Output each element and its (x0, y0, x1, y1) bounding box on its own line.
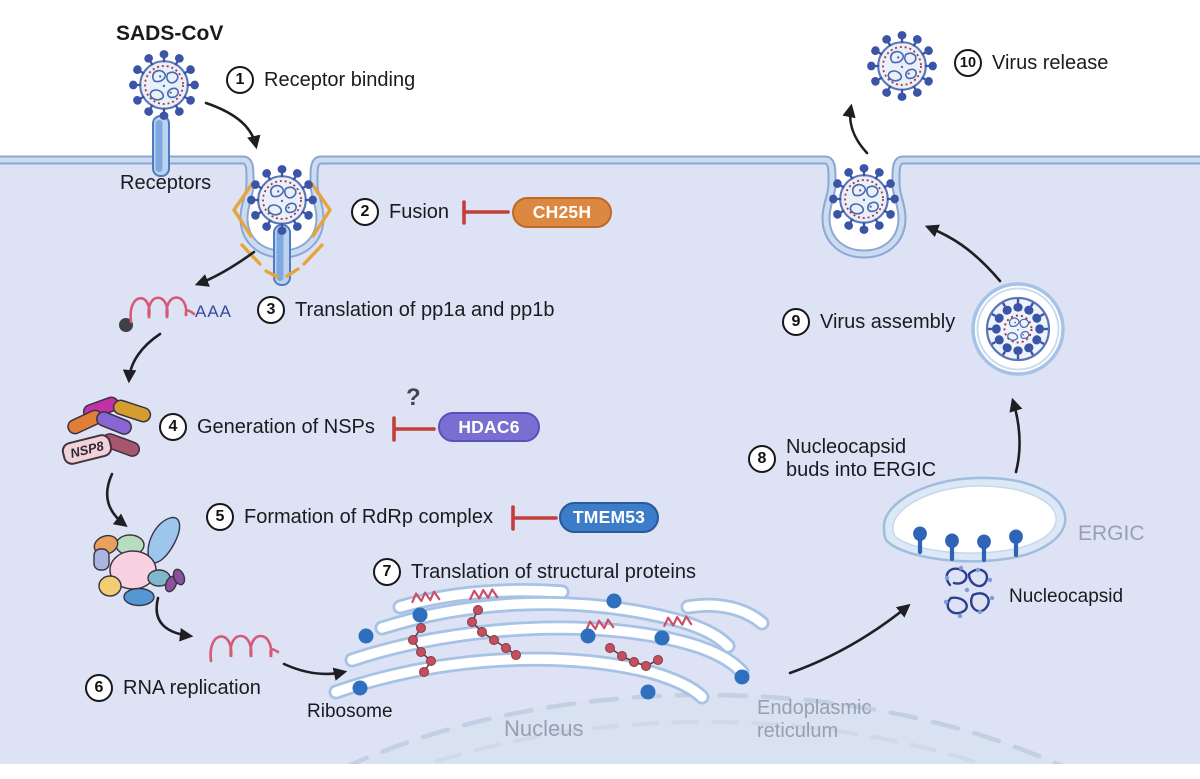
uncertainty-mark: ? (406, 384, 421, 411)
nascent-protein-chains (408, 605, 663, 677)
inhibitor-ch25h: CH25H (512, 197, 612, 228)
inhibitor-tmem53: TMEM53 (559, 502, 659, 533)
step-1-label: Receptor binding (264, 69, 416, 91)
endoplasmic-reticulum-shape (328, 583, 770, 705)
step-6-number: 6 (85, 674, 113, 702)
ergic-label: ERGIC (1078, 522, 1145, 545)
nsp-cluster (67, 396, 152, 457)
nucleocapsid-shape (943, 565, 995, 619)
ribosome-label: Ribosome (307, 701, 393, 722)
genomic-mrna (119, 296, 196, 332)
receptor-free (152, 115, 170, 177)
rdrp-complex (93, 516, 186, 607)
virion-entering-pit (247, 165, 317, 235)
step-1-number: 1 (226, 66, 254, 94)
poly-a-tail-label: AAA (195, 302, 233, 321)
nucleus-label: Nucleus (504, 716, 584, 741)
step-8-label: Nucleocapsid buds into ERGIC (786, 436, 937, 481)
inhibition-tbars (392, 200, 558, 531)
step-3-label: Translation of pp1a and pp1b (295, 299, 555, 321)
process-arrows (105, 101, 1023, 681)
plasma-membrane (0, 155, 1200, 259)
step-2-label: Fusion (389, 201, 450, 223)
replicated-rna (209, 634, 280, 663)
fusion-brackets (232, 182, 332, 279)
step-3-number: 3 (257, 296, 285, 324)
step-6-label: RNA replication (123, 677, 261, 699)
step-4-label: Generation of NSPs (197, 416, 375, 438)
step-5-number: 5 (206, 503, 234, 531)
step-7-number: 7 (373, 558, 401, 586)
step-8-number: 8 (748, 445, 776, 473)
receptors-label: Receptors (120, 172, 212, 194)
step-5-label: Formation of RdRp complex (244, 506, 493, 528)
figure-bottom-margin (0, 764, 1200, 779)
virion-extracellular (129, 50, 199, 120)
cytoplasm-region (0, 160, 1200, 764)
ergic-shape (882, 476, 1067, 563)
endoplasmic-reticulum-label: Endoplasmic reticulum (757, 697, 872, 742)
ribosome-dots (352, 593, 750, 700)
virus-title: SADS-CoV (116, 22, 224, 45)
assembly-vesicle (971, 282, 1065, 376)
inhibitor-hdac6: HDAC6 (438, 412, 540, 442)
step-7-label: Translation of structural proteins (411, 561, 696, 583)
step-10-number: 10 (954, 49, 982, 77)
nucleocapsid-label: Nucleocapsid (1009, 586, 1124, 607)
step-10-label: Virus release (992, 52, 1109, 74)
step-9-label: Virus assembly (820, 311, 956, 333)
step-2-number: 2 (351, 198, 379, 226)
virion-released (867, 31, 937, 101)
step-4-number: 4 (159, 413, 187, 441)
step-9-number: 9 (782, 308, 810, 336)
virion-exiting-pit (829, 164, 899, 234)
